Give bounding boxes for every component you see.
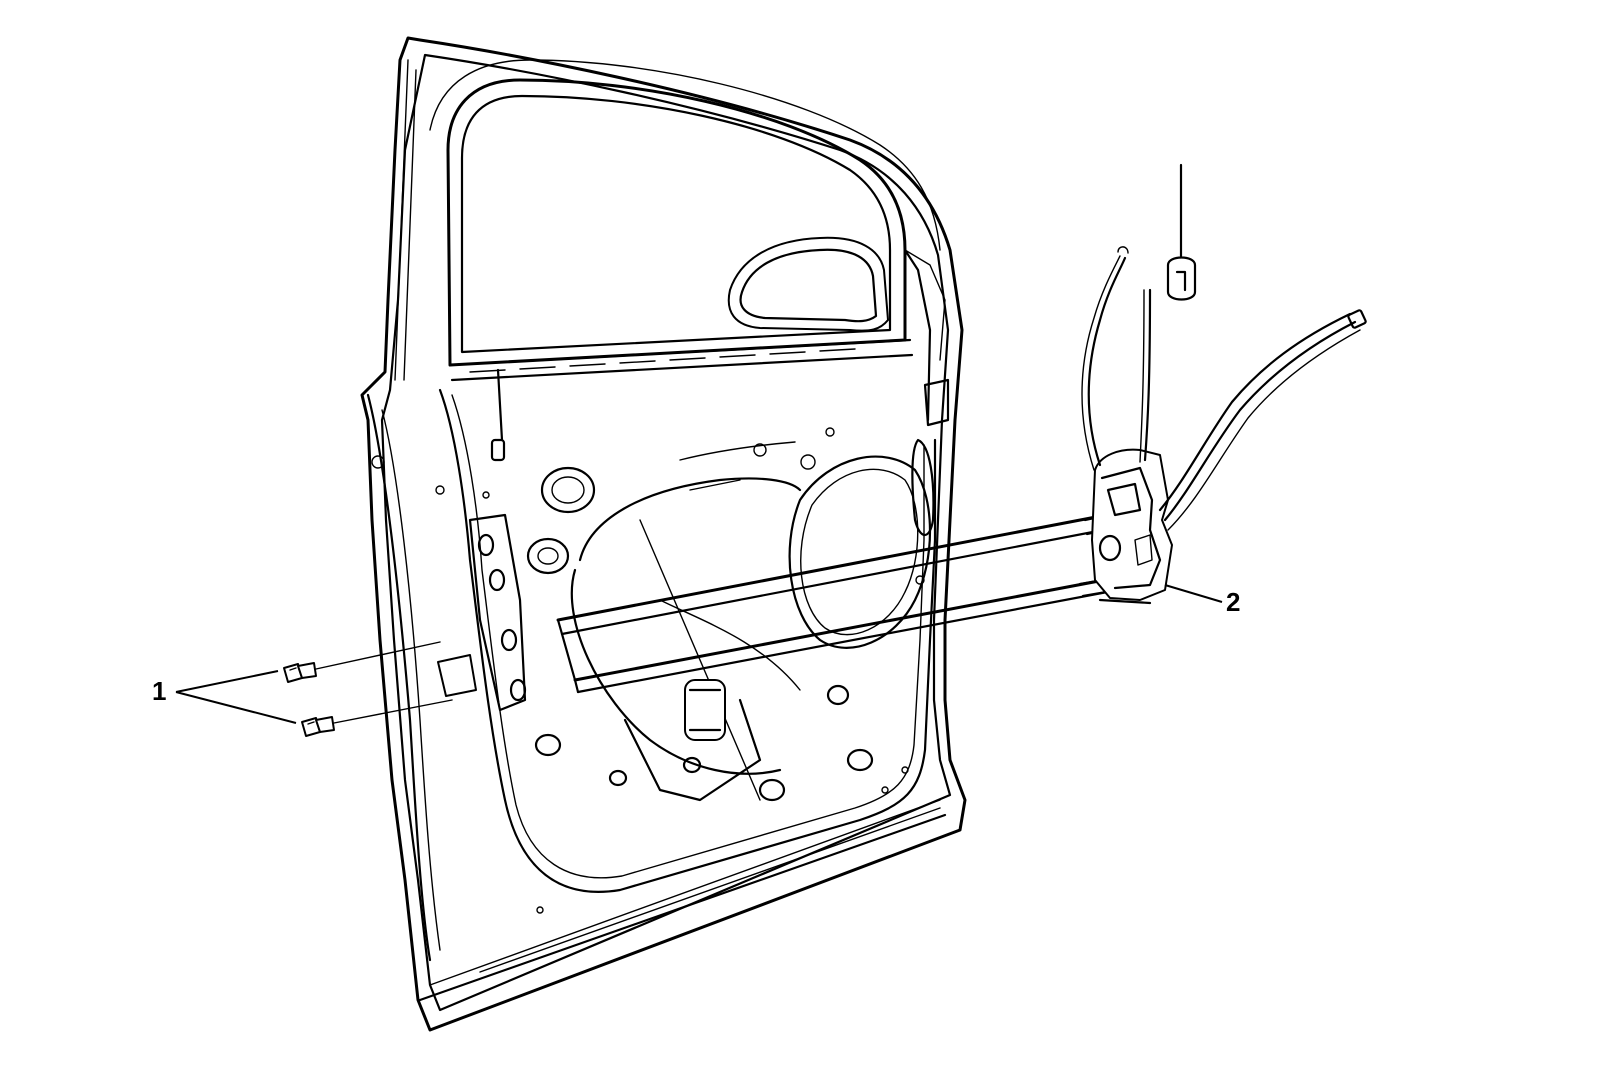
callout-1-leader-lower [175, 691, 297, 724]
inner-panel-details [371, 249, 950, 914]
side-mirror [727, 236, 889, 332]
bolt-lower-axis-line [333, 699, 453, 724]
bolt-upper [283, 662, 317, 683]
door-lock-bolts [283, 641, 453, 737]
door-shell [360, 36, 967, 1032]
callout-2: 2 [1164, 584, 1240, 617]
callout-1-leader-upper [175, 670, 279, 693]
callout-1-label: 1 [152, 676, 166, 706]
window-frame [429, 59, 941, 422]
bolt-lower [301, 716, 335, 737]
callout-1: 1 [152, 670, 297, 724]
door-lock-actuator [1081, 163, 1367, 605]
callout-2-leader [1164, 584, 1223, 603]
callout-2-label: 2 [1226, 587, 1240, 617]
bolt-upper-axis-line [315, 641, 441, 670]
lock-rod-assembly [556, 510, 1126, 694]
